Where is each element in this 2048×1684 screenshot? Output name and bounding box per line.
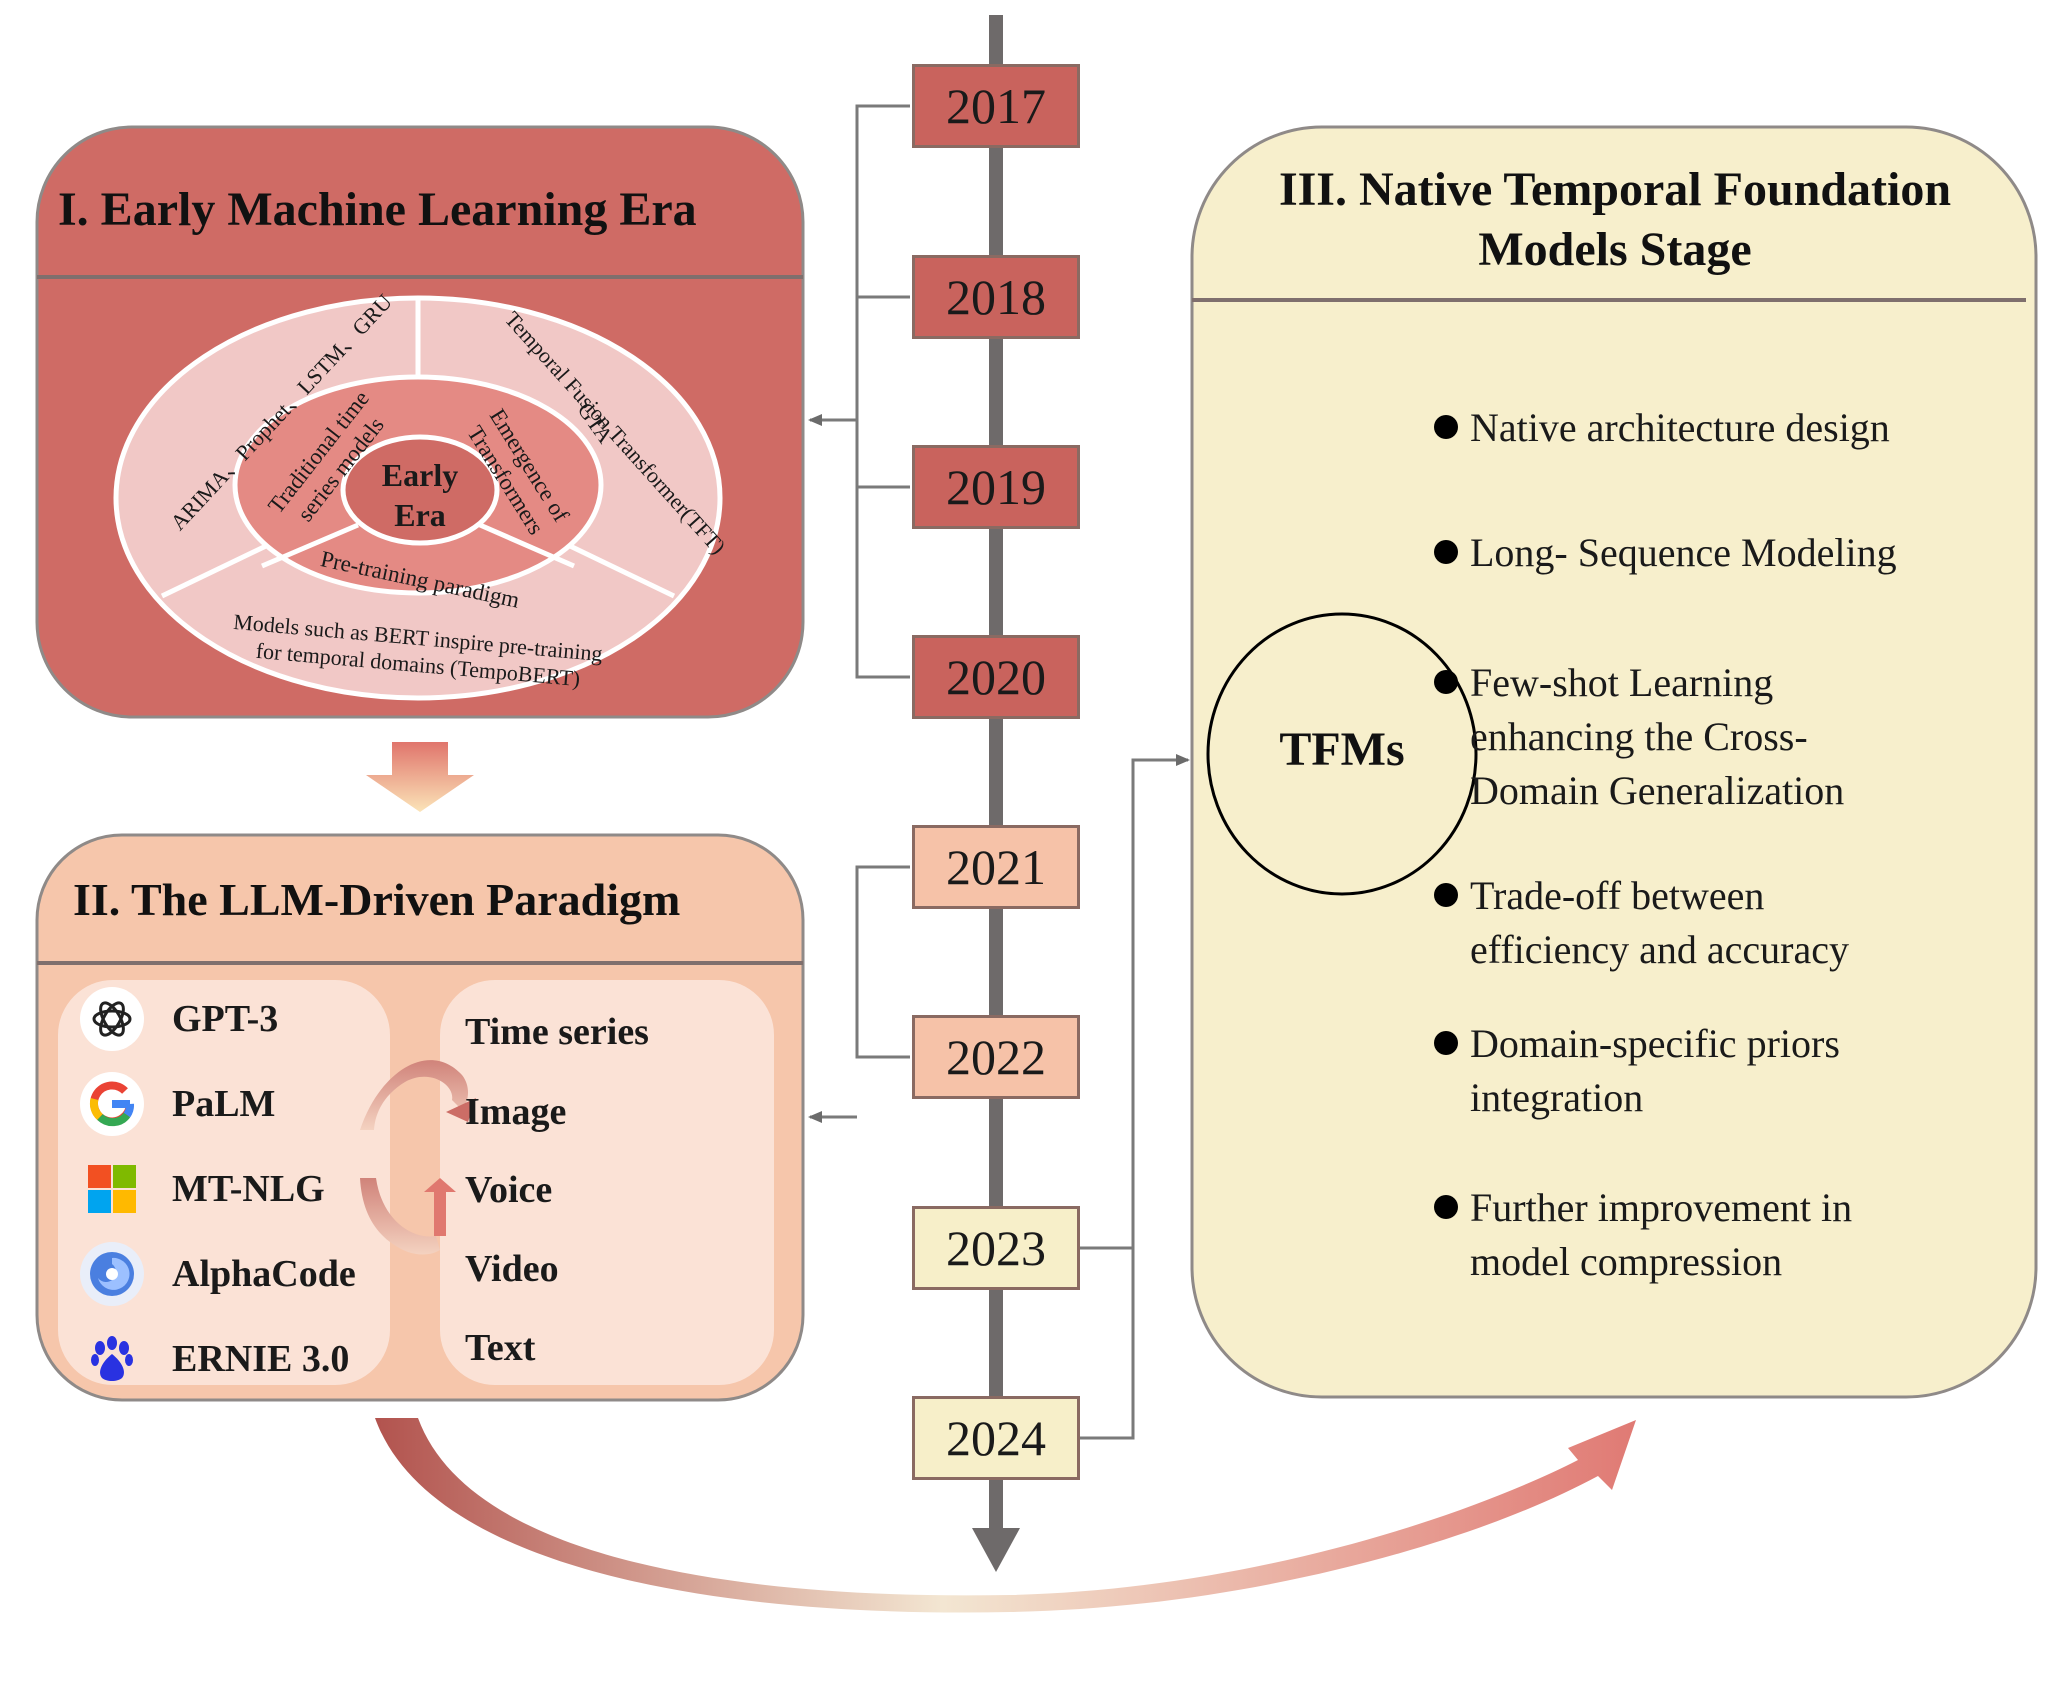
openai-icon (80, 987, 144, 1051)
baidu-icon (80, 1327, 144, 1391)
bullet-native-architecture: Native architecture design (1434, 401, 2030, 455)
center-label-line-2: Era (394, 497, 446, 533)
model-item-alphacode: AlphaCode (80, 1239, 356, 1309)
bullet-line: Native architecture design (1470, 405, 1890, 450)
model-item-mtnlg: MT-NLG (80, 1154, 325, 1224)
timeline-connectors (808, 104, 1190, 1440)
modality-voice: Voice (465, 1169, 553, 1211)
bullet-line: Further improvement in (1470, 1185, 1853, 1230)
bullet-line: Long- Sequence Modeling (1470, 530, 1897, 575)
bullet-icon (1434, 415, 1458, 439)
year-2021: 2021 (912, 825, 1080, 909)
bullet-long-sequence: Long- Sequence Modeling (1434, 526, 2030, 580)
bullet-line: Few-shot Learning (1470, 660, 1774, 705)
bullet-line: model compression (1470, 1239, 1783, 1284)
bullet-icon (1434, 1195, 1458, 1219)
bullet-line: Trade-off between (1470, 873, 1765, 918)
bullet-icon (1434, 883, 1458, 907)
early-era-center-label: Early Era (380, 455, 460, 535)
google-icon (80, 1072, 144, 1136)
bullet-line: enhancing the Cross- (1470, 714, 1808, 759)
modality-text: Text (465, 1327, 536, 1369)
model-label: AlphaCode (172, 1253, 356, 1295)
bullet-icon (1434, 1031, 1458, 1055)
bullet-model-compression: Further improvement in model compression (1434, 1181, 2030, 1289)
bullet-tradeoff: Trade-off between efficiency and accurac… (1434, 869, 2030, 977)
year-2019: 2019 (912, 445, 1080, 529)
year-2018: 2018 (912, 255, 1080, 339)
bullet-line: efficiency and accuracy (1470, 927, 1850, 972)
model-label: MT-NLG (172, 1168, 325, 1210)
timeline-axis (972, 15, 1020, 1572)
year-2024: 2024 (912, 1396, 1080, 1480)
model-item-palm: PaLM (80, 1069, 275, 1139)
year-2017: 2017 (912, 64, 1080, 148)
bullet-line: Domain-specific priors (1470, 1021, 1840, 1066)
model-label: PaLM (172, 1083, 276, 1125)
panel-native-tfm-stage (1190, 125, 2038, 1399)
tfm-title-line-1: III. Native Temporal Foundation (1278, 163, 1952, 216)
cycle-arrows-icon (360, 1060, 476, 1255)
transition-arrow-icon (366, 742, 474, 812)
bullet-line: Domain Generalization (1470, 768, 1845, 813)
tfm-title-line-2: Models Stage (1478, 223, 1752, 276)
bullet-few-shot: Few-shot Learning enhancing the Cross- D… (1434, 656, 2030, 818)
bullet-icon (1434, 670, 1458, 694)
model-item-ernie: ERNIE 3.0 (80, 1324, 349, 1394)
modality-video: Video (465, 1248, 559, 1290)
bullet-line: integration (1470, 1075, 1644, 1120)
bullet-icon (1434, 540, 1458, 564)
model-label: ERNIE 3.0 (172, 1338, 350, 1380)
year-2022: 2022 (912, 1015, 1080, 1099)
deepmind-icon (80, 1242, 144, 1306)
tfm-stage-title: III. Native Temporal Foundation Models S… (1200, 160, 2030, 280)
llm-era-title: II. The LLM-Driven Paradigm (73, 874, 681, 925)
evolution-curve-arrow-icon (375, 1418, 1636, 1613)
center-label-line-1: Early (381, 457, 459, 493)
model-item-gpt3: GPT-3 (80, 984, 278, 1054)
year-2020: 2020 (912, 635, 1080, 719)
modality-image: Image (465, 1091, 567, 1133)
early-era-donut-diagram (113, 295, 723, 701)
year-2023: 2023 (912, 1206, 1080, 1290)
modality-time-series: Time series (465, 1011, 649, 1053)
early-era-title: I. Early Machine Learning Era (58, 183, 697, 236)
bullet-domain-priors: Domain-specific priors integration (1434, 1017, 2030, 1125)
microsoft-icon (80, 1157, 144, 1221)
model-label: GPT-3 (172, 998, 279, 1040)
tfms-circle-label: TFMs (1279, 723, 1405, 776)
